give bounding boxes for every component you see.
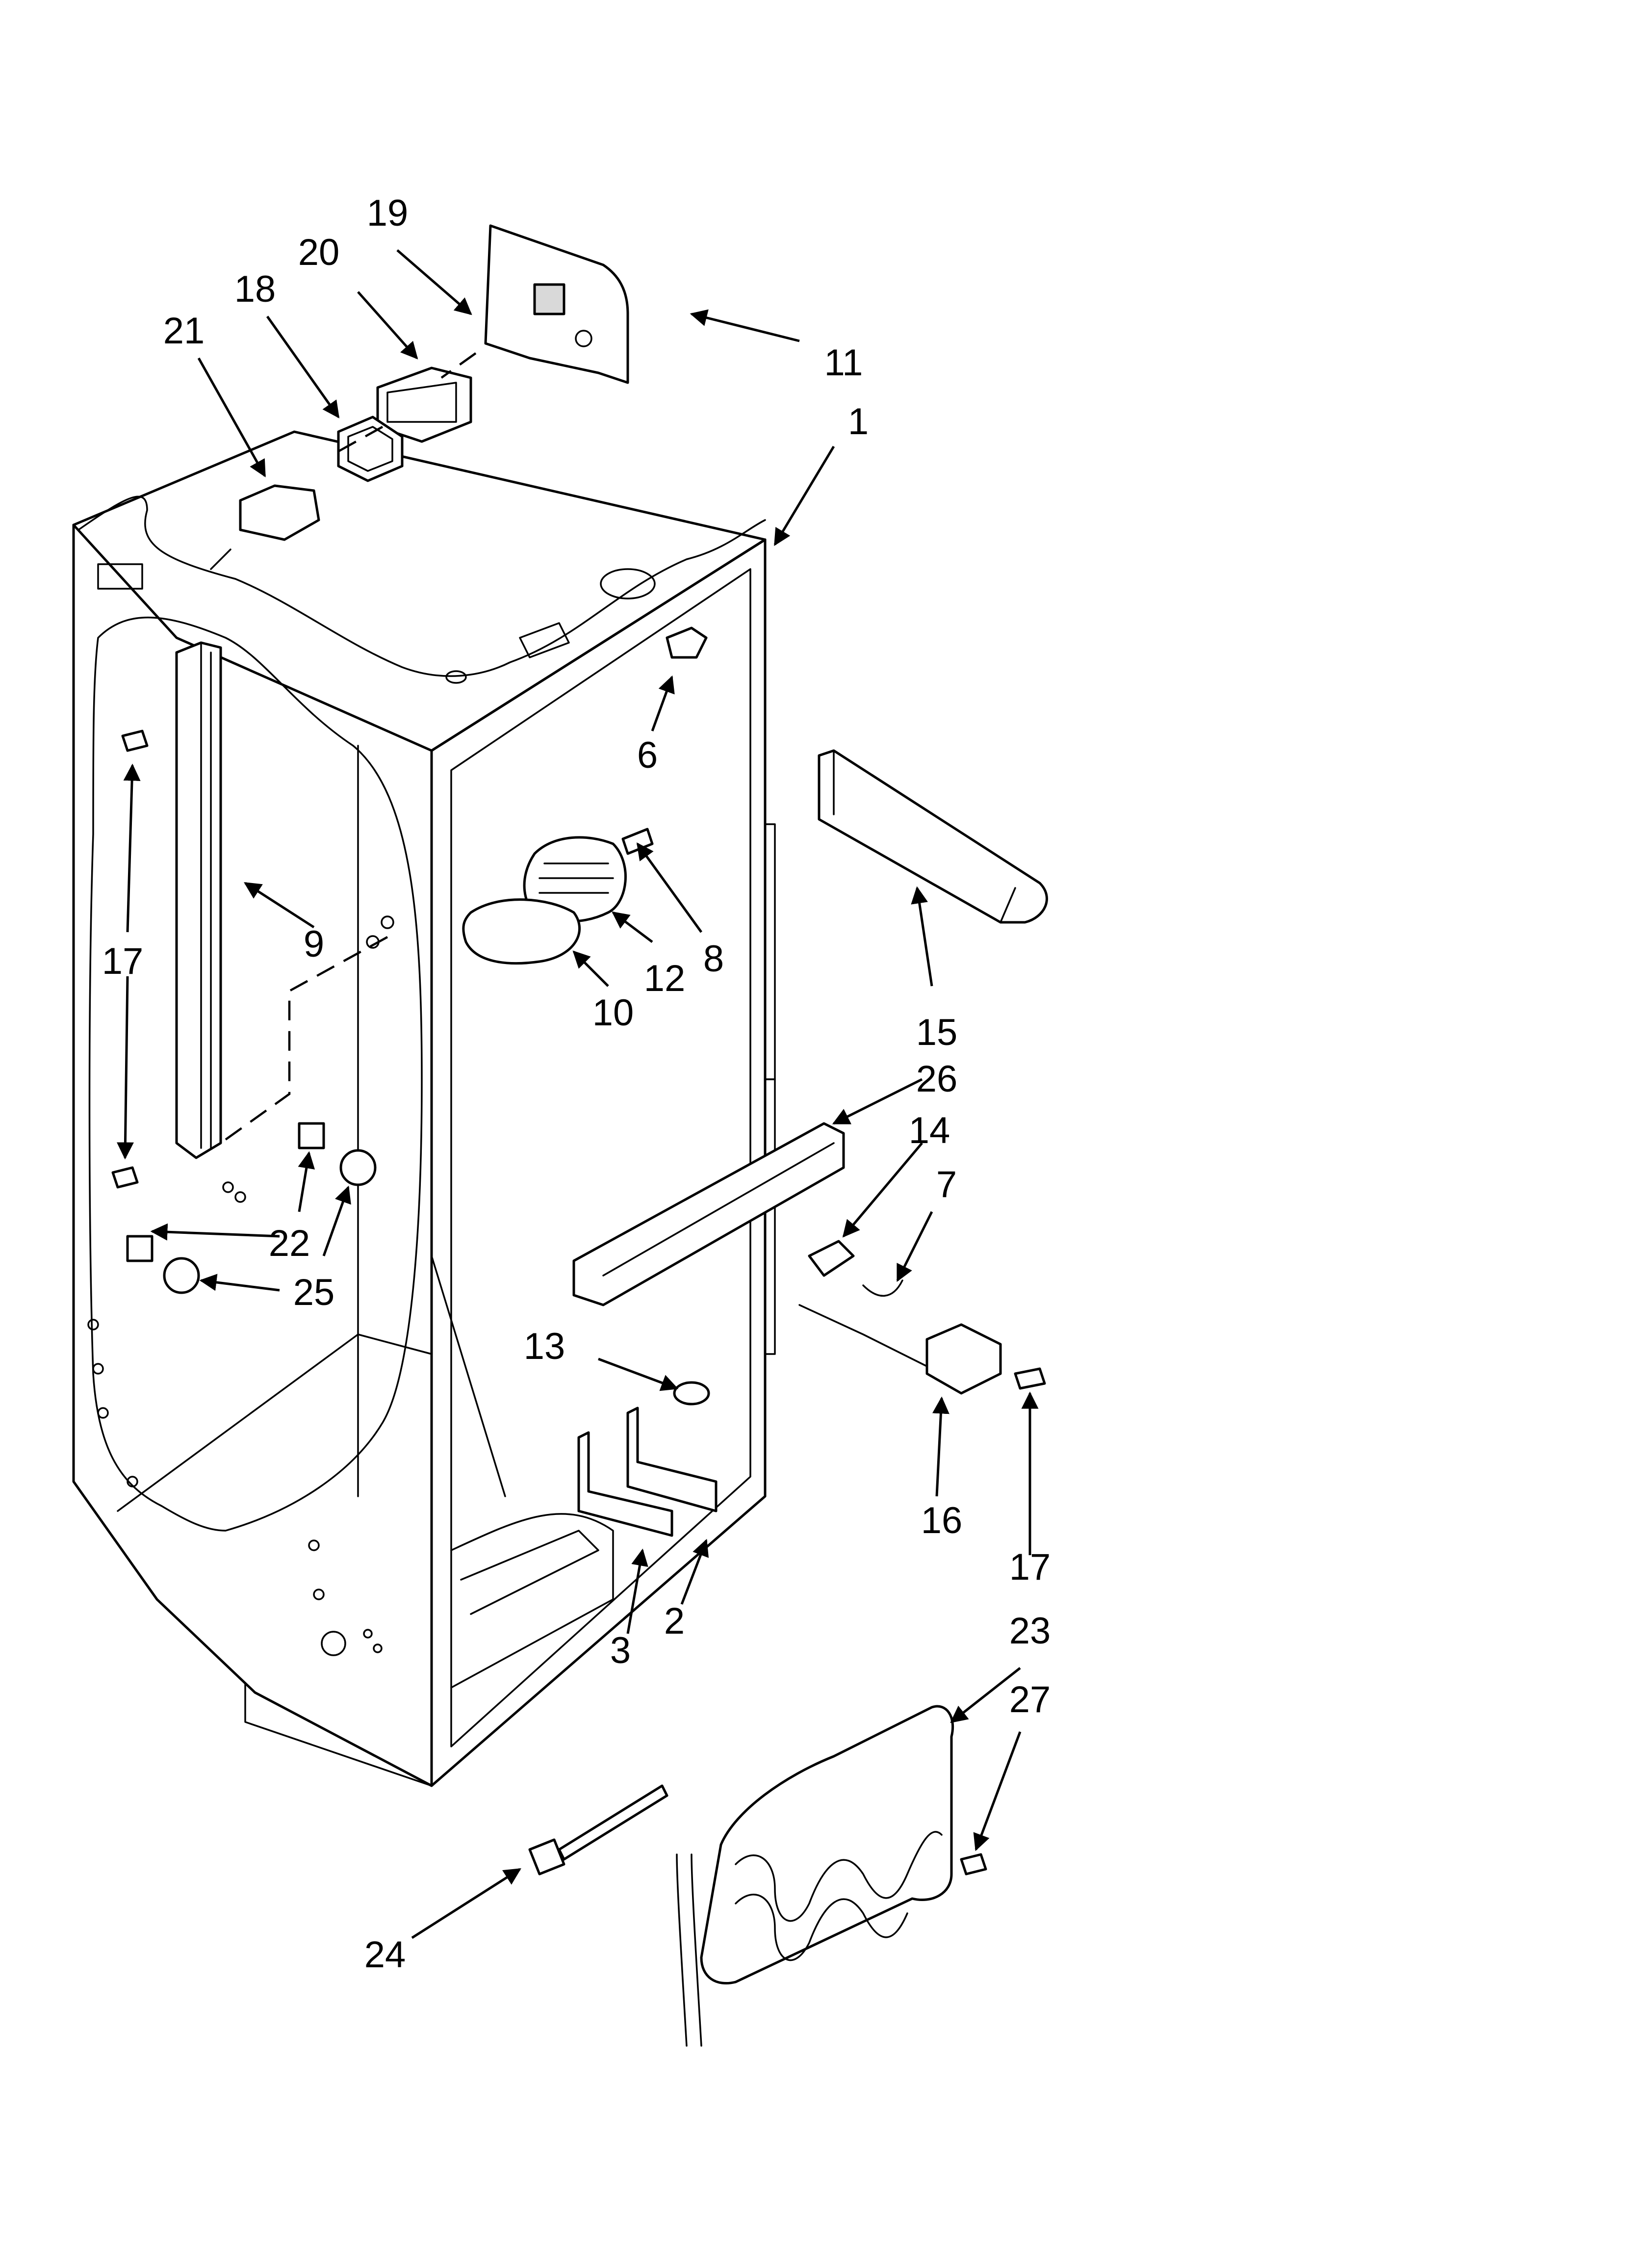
bulb-socket-upper	[298, 1122, 325, 1149]
leader-lines	[116, 249, 1039, 1939]
callout-20: 20	[298, 232, 340, 273]
callout-17a: 17	[102, 940, 144, 982]
duct-cover	[818, 749, 1048, 924]
callout-2: 2	[664, 1600, 685, 1642]
control-housing-cover	[484, 224, 629, 384]
control-switch	[210, 484, 320, 570]
callout-16: 16	[921, 1500, 963, 1541]
callout-13: 13	[524, 1326, 565, 1367]
shelf-ladder	[175, 641, 222, 1159]
callout-15: 15	[916, 1012, 958, 1053]
screw	[1014, 1367, 1046, 1390]
callout-24: 24	[364, 1934, 406, 1976]
callout-12: 12	[644, 958, 686, 999]
callout-21: 21	[163, 310, 205, 352]
callouts: 19 20 18 21 11 1 6 9 17 8 12 10 15 26 14…	[102, 192, 1051, 1976]
bulb-upper	[339, 1149, 377, 1186]
bulb-socket-lower	[126, 1235, 154, 1262]
defrost-heater	[676, 1705, 954, 2047]
callout-23: 23	[1009, 1610, 1051, 1652]
vent-cover	[462, 898, 581, 965]
bulb-lower	[163, 1257, 200, 1294]
light-socket	[925, 1323, 1002, 1395]
vent-screw	[621, 828, 654, 855]
heater-screw	[960, 1853, 987, 1876]
cable-tie	[528, 1784, 668, 1876]
callout-8: 8	[703, 938, 724, 980]
callout-7: 7	[936, 1164, 957, 1205]
callout-18: 18	[234, 268, 276, 310]
callout-3: 3	[610, 1630, 631, 1671]
screw-bottom	[111, 1166, 139, 1189]
callout-25: 25	[293, 1272, 335, 1313]
screw-top	[121, 730, 149, 752]
callout-19: 19	[367, 192, 409, 234]
vent-grille	[523, 836, 627, 923]
callout-26: 26	[916, 1058, 958, 1100]
callout-11: 11	[824, 342, 863, 384]
callout-9: 9	[304, 923, 324, 965]
callout-1: 1	[848, 401, 869, 443]
bracket	[808, 1240, 855, 1277]
callout-22: 22	[269, 1223, 310, 1264]
gasket	[337, 416, 404, 482]
callout-6: 6	[637, 734, 658, 776]
callout-10: 10	[592, 992, 634, 1034]
switch	[666, 626, 708, 659]
refrigerator-liner	[72, 430, 776, 1787]
callout-27: 27	[1009, 1679, 1051, 1721]
bracket-3	[577, 1431, 673, 1537]
grommet	[673, 1381, 710, 1406]
bracket-2	[626, 1407, 718, 1512]
callout-17b: 17	[1009, 1546, 1051, 1588]
callout-14: 14	[909, 1110, 950, 1151]
